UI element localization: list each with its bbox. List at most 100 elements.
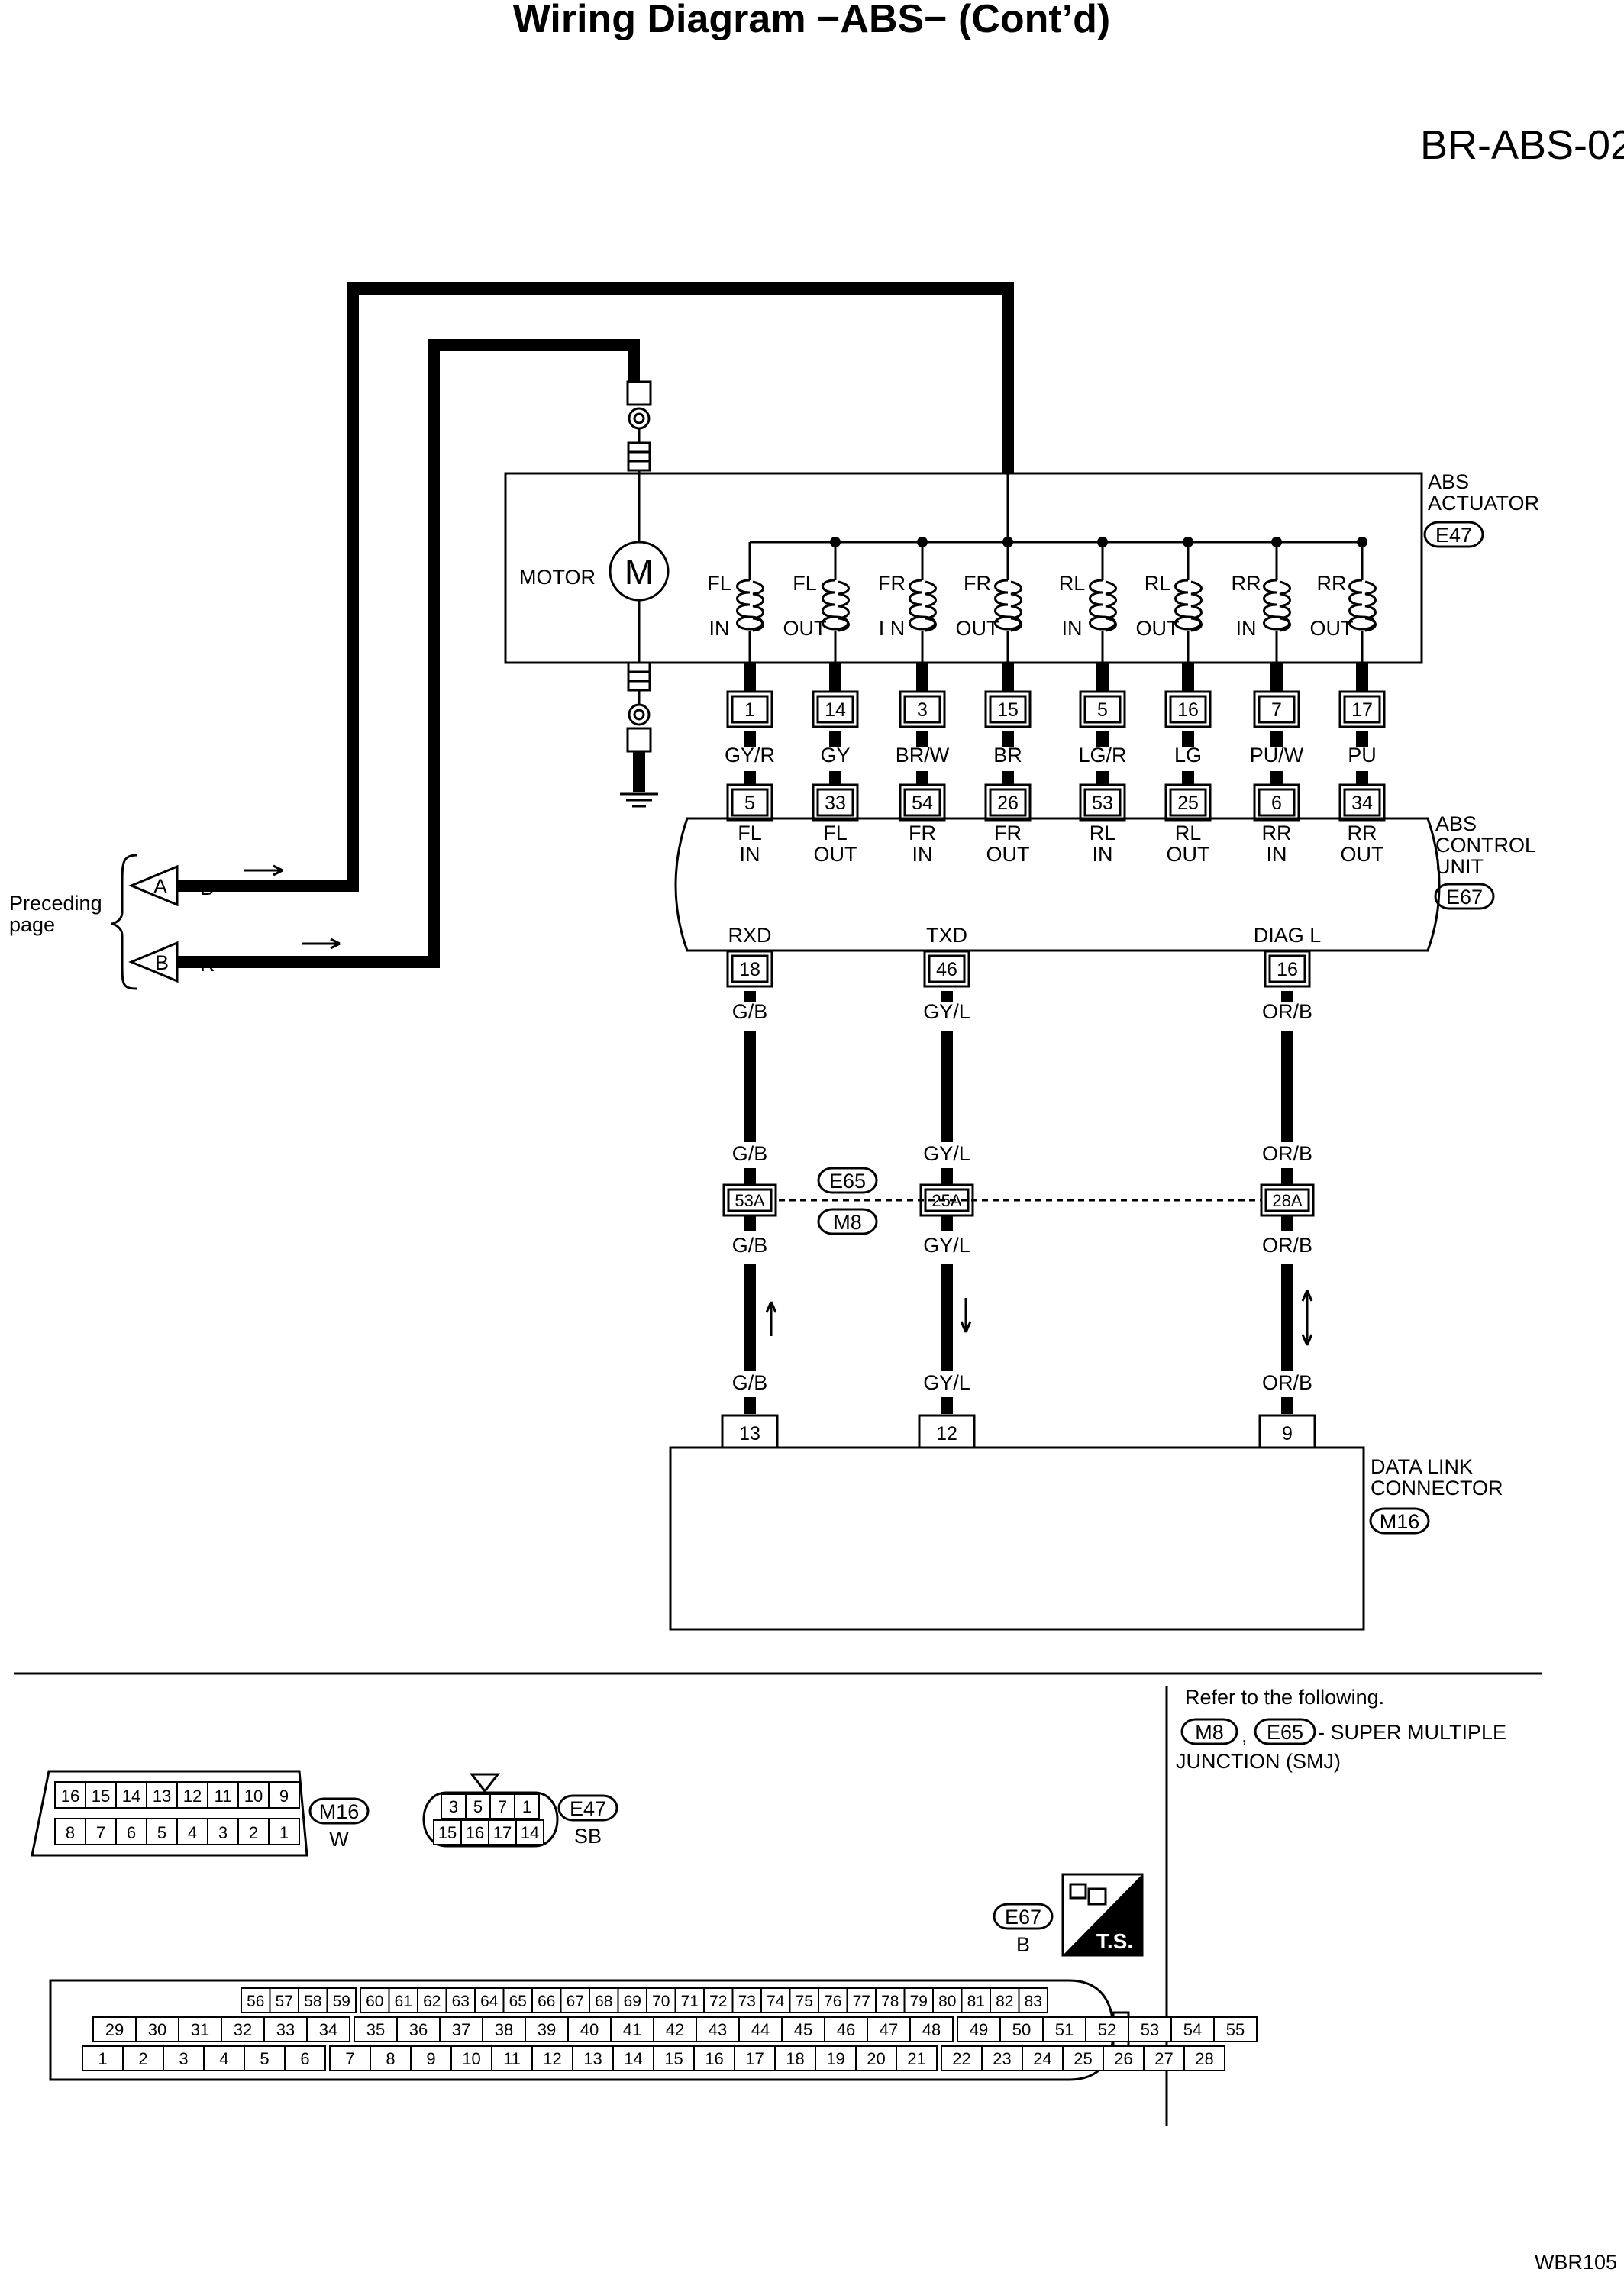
m16-face-id: M16 <box>319 1800 360 1823</box>
pin-cell: 40 <box>580 2020 599 2039</box>
preceding-label-2: page <box>9 913 55 936</box>
solenoid-name: RL <box>1059 572 1086 595</box>
refer-line1: Refer to the following. <box>1185 1686 1384 1709</box>
pin-cell: 5 <box>260 2049 269 2068</box>
actuator-pin: 7 <box>1271 699 1282 721</box>
ecu-pin: 34 <box>1351 792 1373 814</box>
m16-face-color: W <box>329 1828 349 1851</box>
ecu-comm-pin: 46 <box>936 959 957 980</box>
ecu-terminal-label: RL <box>1090 822 1116 844</box>
dlc-pin: 12 <box>936 1423 957 1445</box>
pin-cell: 23 <box>993 2049 1011 2068</box>
ecu-terminal-label: FL <box>738 822 762 844</box>
pin-cell: 75 <box>796 1993 813 2010</box>
pin-cell: 3 <box>218 1823 228 1842</box>
pin-cell: 74 <box>767 1993 785 2010</box>
ecu-terminal-label: FR <box>909 822 936 844</box>
ecu-comm-pin: 18 <box>739 959 760 980</box>
wire-color: BR/W <box>896 744 950 767</box>
solenoid-name: RR <box>1317 572 1347 595</box>
rxd-arrow <box>765 1301 777 1336</box>
preceding-label-1: Preceding <box>9 892 102 915</box>
pin-cell: 27 <box>1154 2049 1173 2068</box>
pin-cell: 22 <box>952 2049 970 2068</box>
pin-cell: 70 <box>652 1993 670 2010</box>
pin-cell: 15 <box>438 1823 457 1842</box>
preceding-a-wire: B <box>200 876 214 899</box>
abs-control-unit-box <box>674 817 1441 952</box>
pin-cell: 30 <box>148 2020 166 2039</box>
figure-code: WBR105 <box>1535 2251 1617 2274</box>
wire-color: OR/B <box>1262 1000 1312 1023</box>
pin-cell: 56 <box>247 1993 264 2010</box>
pin-cell: 51 <box>1055 2020 1074 2039</box>
e67-face-id: E67 <box>1005 1906 1041 1929</box>
smj-pin: 25A <box>931 1191 961 1210</box>
pin-cell: 7 <box>498 1797 507 1816</box>
motor-top-connector <box>626 380 652 472</box>
actuator-pin: 1 <box>744 699 755 721</box>
pin-cell: 13 <box>153 1787 171 1806</box>
pin-cell: 11 <box>215 1787 232 1806</box>
solenoid-name: FL <box>707 572 731 595</box>
solenoid-name: RL <box>1145 572 1171 595</box>
pin-cell: 33 <box>276 2020 295 2039</box>
pin-cell: 18 <box>786 2049 804 2068</box>
ecu-name-1: ABS <box>1435 812 1477 835</box>
pin-cell: 83 <box>1025 1993 1042 2010</box>
pin-cell: 20 <box>867 2049 885 2068</box>
preceding-a-id: A <box>153 875 167 898</box>
pin-cell: 28 <box>1195 2049 1213 2068</box>
pin-cell: 4 <box>219 2049 228 2068</box>
actuator-name-1: ABS <box>1428 470 1469 493</box>
pin-cell: 12 <box>183 1787 202 1806</box>
txd-arrow <box>960 1298 972 1333</box>
ecu-terminal-label: IN <box>1267 843 1287 866</box>
arrow-r <box>302 938 341 950</box>
pin-cell: 34 <box>319 2020 337 2039</box>
wire-color: GY <box>820 744 850 767</box>
pin-cell: 46 <box>837 2020 855 2039</box>
wire-color: OR/B <box>1262 1371 1312 1394</box>
wire-color: LG <box>1174 744 1202 767</box>
smj-pin: 53A <box>735 1191 764 1210</box>
pin-cell: 53 <box>1141 2020 1159 2039</box>
pin-cell: 11 <box>503 2049 521 2068</box>
diag-arrow <box>1301 1290 1313 1346</box>
smj-upper: E65 <box>829 1170 866 1193</box>
pin-cell: 7 <box>96 1823 105 1842</box>
pin-cell: 32 <box>234 2020 252 2039</box>
solenoid-dir: OUT <box>783 617 827 640</box>
pin-cell: 8 <box>66 1823 75 1842</box>
pin-cell: 65 <box>509 1993 527 2010</box>
pin-cell: 44 <box>751 2020 770 2039</box>
pin-cell: 77 <box>853 1993 870 2010</box>
refer-line3: JUNCTION (SMJ) <box>1176 1750 1341 1773</box>
wire-color: LG/R <box>1078 744 1126 767</box>
motor-symbol: M <box>625 552 654 592</box>
actuator-pin: 17 <box>1351 699 1373 721</box>
ecu-terminal-label: OUT <box>1341 843 1384 866</box>
pin-cell: 55 <box>1226 2020 1245 2039</box>
motor-bottom-connector <box>620 661 658 808</box>
pin-cell: 58 <box>304 1993 321 2010</box>
arrow-b <box>244 864 283 876</box>
pin-cell: 1 <box>279 1823 289 1842</box>
refer-c2: E65 <box>1267 1721 1303 1744</box>
ecu-pin: 33 <box>825 792 846 814</box>
pin-cell: 16 <box>61 1787 79 1806</box>
pin-cell: 5 <box>157 1823 166 1842</box>
dlc-connector: M16 <box>1380 1510 1420 1533</box>
pin-cell: 10 <box>462 2049 480 2068</box>
pin-cell: 66 <box>538 1993 555 2010</box>
actuator-pin: 14 <box>825 699 846 721</box>
